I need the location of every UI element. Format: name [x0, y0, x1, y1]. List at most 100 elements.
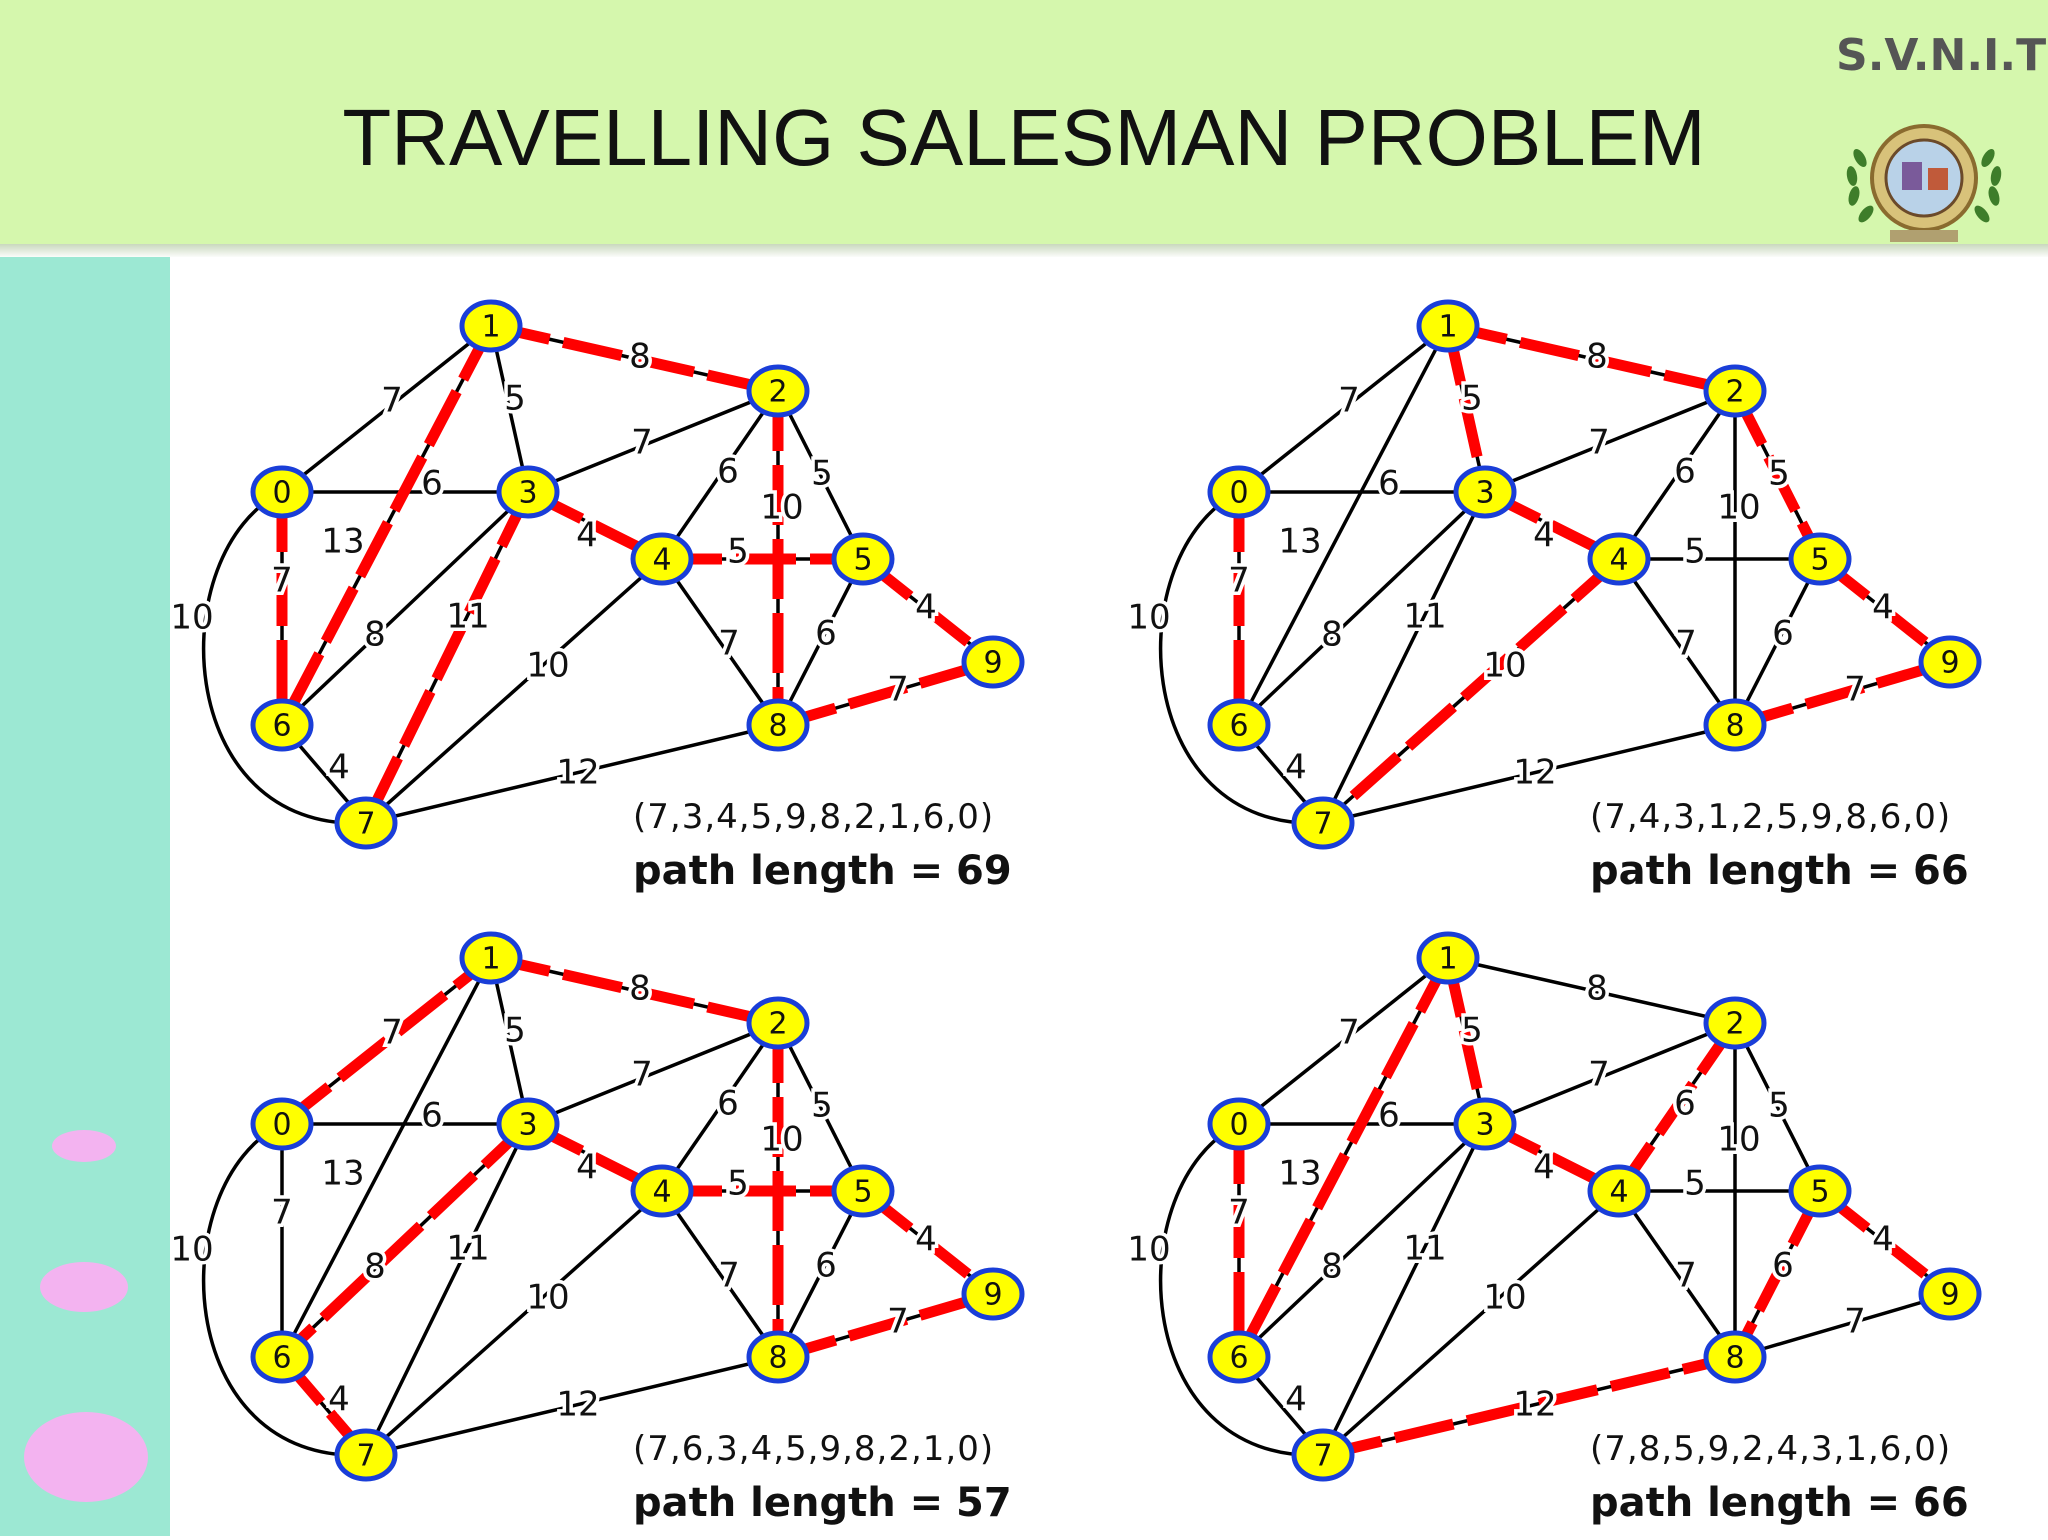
edge-weight-4-7: 10 — [1483, 1278, 1526, 1318]
path-length-label: path length = — [1590, 848, 1900, 894]
edge-weight-0-6: 7 — [271, 1193, 293, 1233]
edge-weight-8-9: 7 — [887, 670, 909, 710]
node-label: 8 — [768, 1341, 787, 1376]
path-length-label: path length = — [1590, 1480, 1900, 1526]
node-4: 4 — [1587, 1164, 1651, 1218]
edge-weight-3-6: 8 — [1321, 1247, 1343, 1287]
node-label: 7 — [1313, 807, 1332, 842]
tour-sequence: (7,4,3,1,2,5,9,8,6,0) — [1590, 797, 1951, 837]
edge-3-7 — [1321, 1123, 1487, 1456]
edge-weight-4-5: 5 — [727, 532, 749, 572]
node-1: 1 — [459, 299, 523, 353]
node-circle — [630, 532, 694, 586]
node-circle — [496, 465, 560, 519]
edge-weight-5-9: 4 — [915, 1220, 937, 1260]
node-circle — [250, 1097, 314, 1151]
node-label: 8 — [1725, 709, 1744, 744]
node-0: 0 — [250, 1097, 314, 1151]
node-circle — [1788, 532, 1852, 586]
node-5: 5 — [1788, 532, 1852, 586]
node-4: 4 — [1587, 532, 1651, 586]
edge-weight-8-9: 7 — [1844, 670, 1866, 710]
decor-dot — [24, 1412, 148, 1502]
node-7: 7 — [334, 1428, 398, 1482]
edge-1-2 — [1447, 956, 1736, 1025]
node-4: 4 — [630, 532, 694, 586]
node-circle — [459, 931, 523, 985]
node-9: 9 — [961, 1267, 1025, 1321]
node-circle — [961, 1267, 1025, 1321]
edge-weight-2-5: 5 — [811, 454, 833, 494]
edge-weight-4-8: 7 — [718, 624, 740, 664]
edge-weight-8-9: 7 — [887, 1302, 909, 1342]
path-length-value: 57 — [956, 1480, 1012, 1526]
edge-weight-2-4: 6 — [717, 1084, 739, 1124]
edge-4-8 — [660, 557, 780, 727]
slide-header — [0, 0, 2048, 252]
edge-weight-3-6: 8 — [364, 1247, 386, 1287]
edge-4-7 — [364, 1189, 664, 1457]
edge-0-7 — [201, 490, 367, 825]
node-circle — [630, 1164, 694, 1218]
node-circle — [1918, 635, 1982, 689]
edge-weight-4-7: 10 — [526, 1278, 569, 1318]
edge-5-8 — [1733, 558, 1822, 726]
edge-weight-2-3: 7 — [1588, 423, 1610, 463]
node-7: 7 — [1291, 796, 1355, 850]
node-circle — [1291, 1428, 1355, 1482]
tour-edge-1-2 — [1446, 320, 1737, 397]
node-label: 1 — [481, 942, 500, 977]
edge-4-7 — [364, 557, 664, 825]
edge-3-6 — [280, 490, 530, 727]
edge-2-5 — [776, 390, 865, 560]
node-2: 2 — [746, 996, 810, 1050]
edge-1-6 — [280, 957, 493, 1358]
edge-weight-3-4: 4 — [1533, 1148, 1555, 1188]
edge-2-3 — [527, 1021, 779, 1126]
edge-0-7 — [201, 1122, 367, 1457]
node-label: 3 — [518, 1108, 537, 1143]
edge-2-5 — [776, 1022, 865, 1192]
node-circle — [1207, 1097, 1271, 1151]
edge-weight-2-8: 10 — [1717, 1120, 1760, 1160]
node-3: 3 — [1453, 465, 1517, 519]
node-circle — [1453, 1097, 1517, 1151]
edge-weight-0-6: 7 — [271, 561, 293, 601]
tour-edge-3-7 — [361, 489, 533, 826]
edge-weight-1-2: 8 — [1586, 337, 1608, 377]
node-circle — [831, 1164, 895, 1218]
edge-weight-5-8: 6 — [815, 1246, 837, 1286]
edge-0-1 — [1237, 324, 1450, 494]
path-length-label: path length = — [633, 848, 943, 894]
node-label: 7 — [356, 807, 375, 842]
node-circle — [250, 698, 314, 752]
edge-weight-0-1: 7 — [1338, 1013, 1360, 1053]
node-3: 3 — [496, 465, 560, 519]
node-8: 8 — [746, 1330, 810, 1384]
tour-edge-0-1 — [278, 953, 495, 1129]
node-circle — [1703, 364, 1767, 418]
edge-0-7 — [1158, 490, 1324, 825]
edge-2-4 — [660, 1022, 780, 1192]
edge-weight-1-6: 13 — [1278, 522, 1321, 562]
tour-edge-2-5 — [1730, 388, 1825, 562]
node-9: 9 — [1918, 635, 1982, 689]
edge-weight-1-2: 8 — [629, 969, 651, 1009]
edge-weight-1-3: 5 — [1461, 379, 1483, 419]
node-label: 2 — [768, 375, 787, 410]
node-6: 6 — [250, 698, 314, 752]
node-label: 9 — [983, 646, 1002, 681]
node-2: 2 — [746, 364, 810, 418]
node-5: 5 — [831, 1164, 895, 1218]
node-circle — [459, 299, 523, 353]
edge-weight-0-3: 6 — [421, 1096, 443, 1136]
header-shadow — [0, 244, 2048, 258]
node-label: 9 — [1940, 646, 1959, 681]
edge-weight-4-7: 10 — [526, 646, 569, 686]
edge-weight-0-7: 10 — [170, 598, 213, 638]
node-3: 3 — [1453, 1097, 1517, 1151]
path-length-value: 66 — [1913, 1480, 1969, 1526]
node-circle — [746, 364, 810, 418]
edge-2-3 — [1484, 389, 1736, 494]
